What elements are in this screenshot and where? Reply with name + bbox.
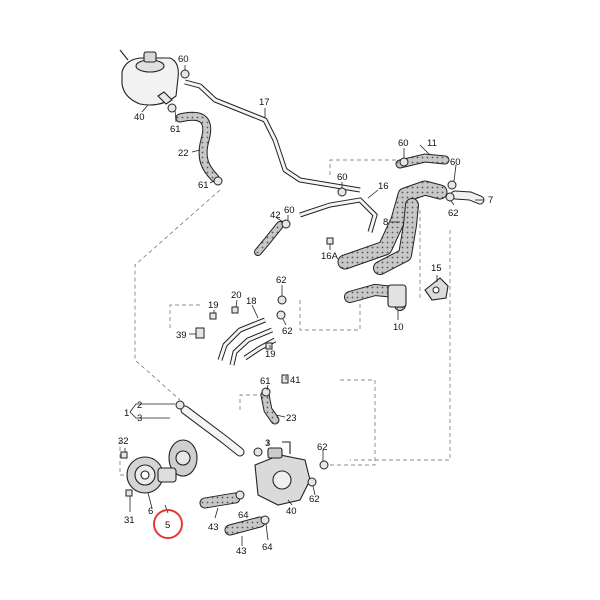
highlight-ring [153, 509, 183, 539]
callout-60-c: 60 [450, 157, 461, 168]
hose-8 [337, 180, 448, 275]
callout-41: 41 [290, 375, 301, 386]
callout-62-a: 62 [448, 208, 459, 219]
callout-19-b: 19 [265, 349, 276, 360]
hose-43-upper [199, 492, 241, 509]
callout-3-a: 3 [137, 413, 142, 424]
pipe-16 [299, 197, 378, 233]
expansion-tank [119, 49, 179, 106]
hose-10 [344, 283, 407, 311]
callout-60-a: 60 [178, 54, 189, 65]
pipe-17 [184, 79, 361, 193]
callout-62-d: 62 [317, 442, 328, 453]
callout-labels: 40 60 61 22 61 17 60 11 60 60 16 8 7 62 … [118, 54, 493, 557]
callout-62-b: 62 [276, 275, 287, 286]
callout-62-c: 62 [282, 326, 293, 337]
thermostat-housing [254, 447, 311, 506]
callout-2: 2 [137, 400, 142, 411]
callout-61-b: 61 [198, 180, 209, 191]
callout-60-e: 60 [284, 205, 295, 216]
callout-16: 16 [378, 181, 389, 192]
callout-19-a: 19 [208, 300, 219, 311]
water-pump-assembly [126, 439, 198, 494]
callout-10: 10 [393, 322, 404, 333]
callout-20: 20 [231, 290, 242, 301]
callout-8: 8 [383, 217, 388, 228]
clamps-and-bolts [120, 69, 457, 525]
callout-43-a: 43 [208, 522, 219, 533]
callout-60-d: 60 [337, 172, 348, 183]
callout-31: 31 [124, 515, 135, 526]
callout-60-b: 60 [398, 138, 409, 149]
callout-42: 42 [270, 210, 281, 221]
dashed-reference-lines [119, 159, 451, 476]
hose-23 [260, 390, 280, 425]
hose-43-lower [224, 516, 266, 536]
callout-62-e: 62 [309, 494, 320, 505]
callout-1: 1 [124, 408, 129, 419]
callout-7: 7 [488, 195, 493, 206]
callout-16A: 16A [321, 251, 339, 262]
hose-7 [450, 190, 485, 205]
callout-11: 11 [427, 138, 437, 149]
callout-40-housing: 40 [286, 506, 297, 517]
callout-39: 39 [176, 330, 187, 341]
hose-42 [254, 221, 284, 256]
callout-61-c: 61 [260, 376, 271, 387]
callout-64-a: 64 [238, 510, 249, 521]
callout-6: 6 [148, 506, 153, 517]
hose-22 [175, 111, 220, 183]
callout-32: 32 [118, 436, 129, 447]
leader-lines [124, 65, 484, 546]
callout-61-a: 61 [170, 124, 181, 135]
callout-3-b: 3 [265, 438, 270, 449]
callout-43-b: 43 [236, 546, 247, 557]
callout-17: 17 [259, 97, 270, 108]
pipe-1 [180, 405, 245, 457]
callout-18: 18 [246, 296, 257, 307]
callout-23: 23 [286, 413, 297, 424]
callout-64-b: 64 [262, 542, 273, 553]
callout-22: 22 [178, 148, 189, 159]
callout-15: 15 [431, 263, 442, 274]
callout-5: 5 [165, 520, 170, 531]
callout-40-tank: 40 [134, 112, 145, 123]
part-15 [424, 277, 449, 301]
